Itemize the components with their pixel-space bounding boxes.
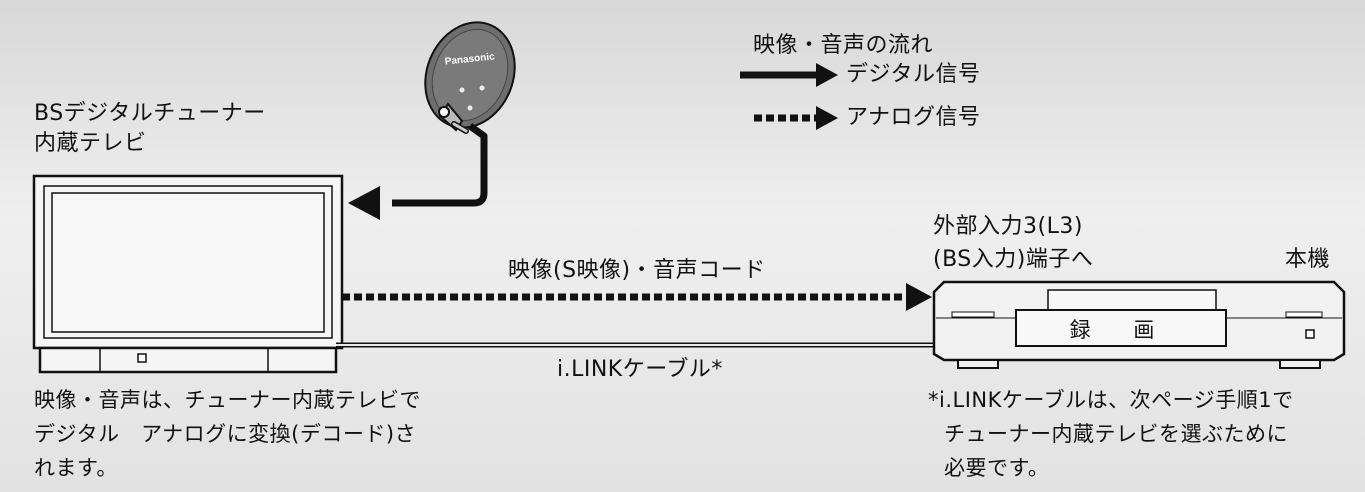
left-note-line1: 映像・音声は、チューナー内蔵テレビで — [34, 388, 421, 412]
recorder-icon — [932, 280, 1346, 369]
right-note-line2: チューナー内蔵テレビを選ぶために — [944, 422, 1288, 446]
av-cord-arrowhead — [906, 283, 932, 311]
tv-label-line2: 内蔵テレビ — [34, 131, 147, 156]
ilink-cable-label: i.LINKケーブル* — [557, 357, 723, 382]
legend-digital-label: デジタル信号 — [846, 62, 981, 87]
left-note-line2: デジタル アナログに変換(デコード)さ — [34, 422, 417, 446]
recorder-display-text: 録 画 — [1069, 318, 1173, 342]
recorder-input-line1: 外部入力3(L3) — [933, 214, 1083, 239]
recorder-title: 本機 — [1285, 247, 1331, 272]
legend-title: 映像・音声の流れ — [753, 33, 934, 58]
tv-icon — [32, 174, 344, 374]
recorder-input-line2: (BS入力)端子へ — [933, 247, 1094, 272]
dish-brand-text: Panasonic — [444, 51, 495, 67]
tv-label-line1: BSデジタルチューナー — [34, 101, 266, 126]
dish-to-tv-arrowhead — [348, 186, 380, 220]
av-cord-label: 映像(S映像)・音声コード — [508, 258, 766, 283]
left-note-line3: れます。 — [34, 456, 118, 480]
right-note-line3: 必要です。 — [944, 456, 1050, 480]
legend-analog-label: アナログ信号 — [846, 105, 981, 130]
right-note-line1: *i.LINKケーブルは、次ページ手順1で — [928, 388, 1294, 412]
dish-to-tv-cable — [392, 123, 488, 207]
satellite-dish-icon: Panasonic — [424, 21, 516, 134]
